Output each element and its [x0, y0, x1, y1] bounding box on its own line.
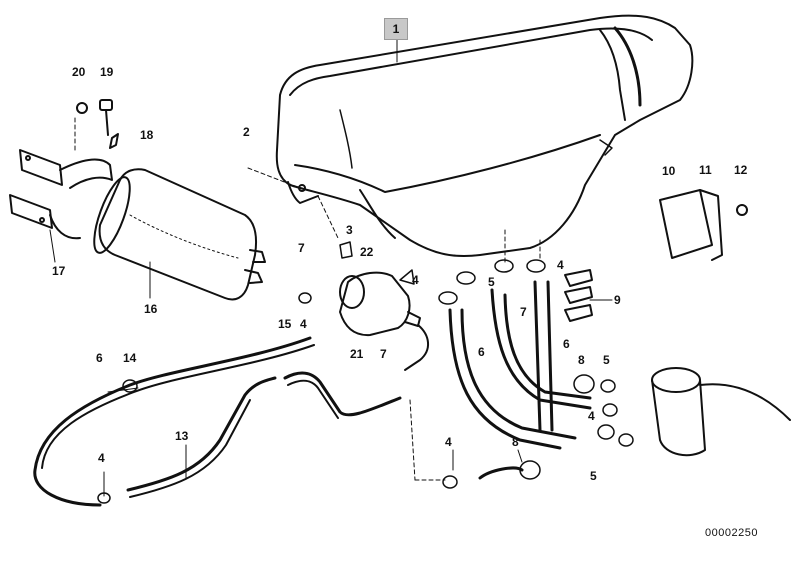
- callout-19: 19: [100, 65, 114, 79]
- document-number: 00002250: [705, 527, 758, 539]
- callout-1: 1: [384, 18, 408, 40]
- callout-13: 13: [175, 429, 189, 443]
- callout-12: 12: [734, 163, 748, 177]
- hoses: [33, 280, 592, 507]
- callout-7a: 7: [298, 241, 305, 255]
- callout-18: 18: [140, 128, 154, 142]
- filler-neck: [651, 367, 791, 457]
- fuel-filter: [339, 271, 429, 371]
- callout-22: 22: [360, 245, 374, 259]
- callout-7b: 7: [520, 305, 527, 319]
- callout-6b: 6: [478, 345, 485, 359]
- callout-21: 21: [350, 347, 364, 361]
- hose-holder: [564, 189, 748, 322]
- leader-lines: [49, 37, 613, 497]
- callout-7c: 7: [380, 347, 387, 361]
- callout-5a: 5: [488, 275, 495, 289]
- callout-15: 15: [278, 317, 292, 331]
- callout-14: 14: [123, 351, 137, 365]
- callout-4f: 4: [588, 409, 595, 423]
- fuel-tank: [275, 14, 694, 258]
- callout-17: 17: [52, 264, 66, 278]
- callout-4a: 4: [412, 273, 419, 287]
- callout-5b: 5: [603, 353, 610, 367]
- callout-4c: 4: [300, 317, 307, 331]
- screws-top-left: [76, 99, 119, 149]
- callout-2: 2: [243, 125, 250, 139]
- callout-8a: 8: [578, 353, 585, 367]
- callout-4d: 4: [98, 451, 105, 465]
- carbon-canister: [93, 168, 266, 301]
- canister-clamp: [9, 149, 113, 240]
- callout-4e: 4: [445, 435, 452, 449]
- callout-9: 9: [614, 293, 621, 307]
- callout-16: 16: [144, 302, 158, 316]
- callout-6c: 6: [563, 337, 570, 351]
- callout-4b: 4: [557, 258, 564, 272]
- callout-11: 11: [699, 163, 712, 177]
- callout-3: 3: [346, 223, 353, 237]
- small-clamps: [97, 241, 634, 504]
- callout-8b: 8: [512, 435, 519, 449]
- callout-5c: 5: [590, 469, 597, 483]
- callout-10: 10: [662, 164, 676, 178]
- callout-20: 20: [72, 65, 86, 79]
- callout-6a: 6: [96, 351, 103, 365]
